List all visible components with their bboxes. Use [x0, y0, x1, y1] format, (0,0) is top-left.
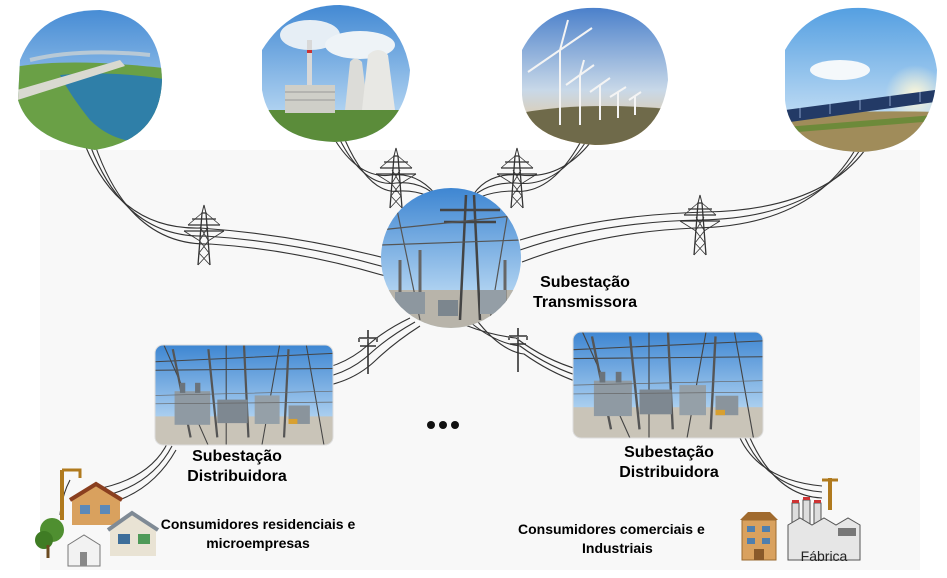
residential-houses-icon [35, 468, 160, 567]
commercial-consumers-label: Consumidores comerciais e Industriais [518, 520, 723, 558]
distribution-substation-right-label: Subestação Distribuidora [604, 443, 734, 483]
hydro-plant-icon [18, 10, 162, 150]
commercial-building-icon [740, 512, 778, 561]
transmission-substation-label-line1: Subestação [540, 274, 630, 291]
factory-icon [787, 478, 861, 561]
distribution-substation-right-frame [572, 331, 764, 439]
factory-label: Fábrica [800, 548, 848, 564]
distribution-substation-left-label: Subestação Distribuidora [172, 447, 302, 487]
thermal-plant-icon [262, 5, 410, 142]
solar-farm-icon [785, 7, 937, 152]
distribution-substation-right-label-line1: Subestação [624, 444, 714, 461]
distribution-substation-left-label-line1: Subestação [192, 448, 282, 465]
distribution-substation-right-label-line2: Distribuidora [619, 464, 719, 481]
distribution-substation-left-label-line2: Distribuidora [187, 468, 287, 485]
transmission-substation-icon [381, 188, 521, 328]
distribution-substation-left-frame [154, 344, 334, 446]
commercial-consumers-label-line1: Consumidores comerciais e [518, 521, 705, 537]
transmission-substation-label: Subestação Transmissora [520, 273, 650, 313]
ellipsis-dots [427, 421, 459, 429]
residential-consumers-label-line2: microempresas [206, 535, 310, 551]
commercial-consumers-label-line2: Industriais [582, 540, 653, 556]
distribution-substation-left-icon [155, 345, 333, 445]
residential-consumers-label-line1: Consumidores residenciais e [160, 516, 356, 532]
distribution-substation-right-icon [573, 332, 763, 438]
wind-farm-icon [522, 7, 668, 145]
residential-consumers-label: Consumidores residenciais e microempresa… [148, 515, 368, 553]
transmission-substation-label-line2: Transmissora [532, 294, 638, 311]
